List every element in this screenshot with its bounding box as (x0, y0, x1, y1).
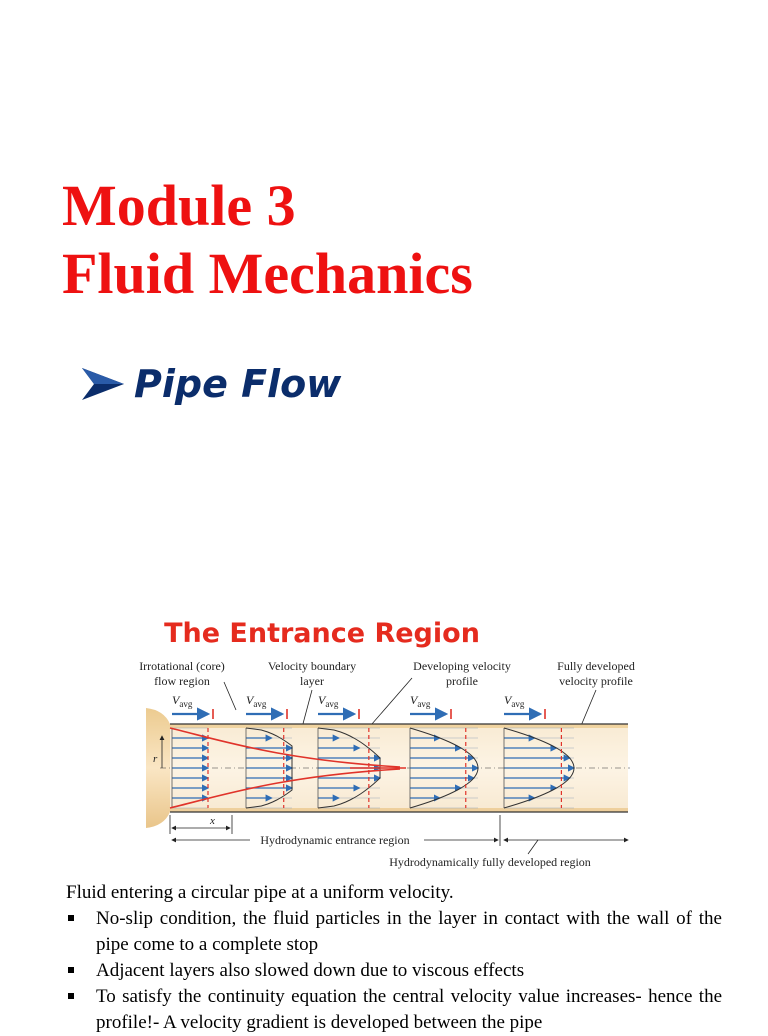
bullet-text-2: Adjacent layers also slowed down due to … (96, 960, 525, 981)
label-boundary-1: Velocity boundary (268, 659, 356, 673)
velocity-profile-5: Vavg (503, 693, 576, 809)
velocity-profile-2: Vavg (245, 693, 294, 809)
figure-heading: The Entrance Region (164, 618, 480, 649)
vavg-label: Vavg (318, 693, 339, 709)
body-text: Fluid entering a circular pipe at a unif… (66, 880, 722, 1036)
arrow-bullet-icon (82, 368, 124, 400)
label-x: x (209, 815, 215, 827)
label-developing-2: profile (446, 674, 478, 688)
slide-title: Module 3 Fluid Mechanics (62, 172, 473, 308)
velocity-profiles: Vavg Vavg Vavg Vavg Vavg (171, 693, 576, 809)
square-bullet-icon (68, 967, 74, 973)
vavg-label: Vavg (246, 693, 267, 709)
label-entrance-region: Hydrodynamic entrance region (260, 833, 409, 847)
bullet-text-3: To satisfy the continuity equation the c… (96, 986, 722, 1033)
subtitle-row: Pipe Flow (80, 362, 341, 406)
velocity-profile-3: Vavg (317, 693, 382, 809)
bullet-list: No-slip condition, the fluid particles i… (66, 906, 722, 1036)
list-item: Adjacent layers also slowed down due to … (66, 958, 722, 984)
label-core-1: Irrotational (core) (139, 659, 225, 673)
label-core-2: flow region (154, 674, 210, 688)
label-r: r (153, 753, 158, 765)
title-line-1: Module 3 (62, 173, 296, 238)
square-bullet-icon (68, 915, 74, 921)
square-bullet-icon (68, 993, 74, 999)
label-developed-1: Fully developed (557, 659, 635, 673)
boundary-layer-lower (169, 768, 401, 809)
label-fully-developed-region: Hydrodynamically fully developed region (389, 855, 591, 869)
label-boundary-2: layer (300, 674, 324, 688)
vavg-label: Vavg (410, 693, 431, 709)
title-line-2: Fluid Mechanics (62, 241, 473, 306)
list-item: To satisfy the continuity equation the c… (66, 984, 722, 1036)
label-developed-2: velocity profile (559, 674, 633, 688)
bullet-text-1: No-slip condition, the fluid particles i… (96, 908, 722, 955)
vavg-label: Vavg (172, 693, 193, 709)
list-item: No-slip condition, the fluid particles i… (66, 906, 722, 958)
vavg-label: Vavg (504, 693, 525, 709)
entrance-region-figure: The Entrance Region Irrotational (core) … (139, 618, 635, 869)
label-developing-1: Developing velocity (413, 659, 511, 673)
boundary-layer-upper (169, 727, 401, 768)
velocity-profile-1: Vavg (171, 693, 214, 809)
intro-text: Fluid entering a circular pipe at a unif… (66, 882, 454, 903)
subtitle-pipe-flow: Pipe Flow (134, 362, 342, 406)
